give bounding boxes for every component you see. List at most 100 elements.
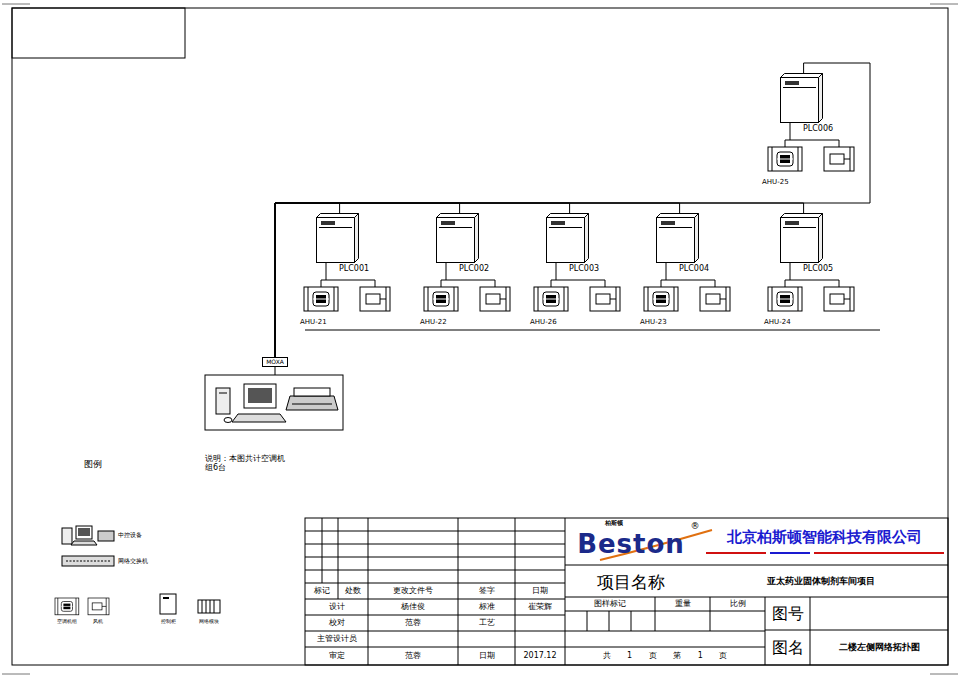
- cabinet-front: [781, 78, 819, 123]
- legend-text: 网络交换机: [118, 558, 148, 565]
- drawing-stroke: [565, 647, 765, 648]
- cabinet-outline: [780, 213, 823, 263]
- drawing-stroke: [338, 518, 339, 599]
- moxa-converter: MOXA: [262, 357, 288, 367]
- legend-text-cell: 控制柜: [152, 617, 184, 626]
- cabinet-nameplate: [551, 221, 565, 225]
- label-text: 校对: [329, 619, 345, 628]
- plc-cabinet: PLC005: [780, 213, 823, 263]
- label-text: 2017.12: [523, 652, 556, 661]
- cabinet-top: [781, 214, 823, 218]
- label-text-cell: 图样标记: [565, 598, 655, 611]
- label-text: 比例: [730, 600, 746, 609]
- drawing-stroke: [12, 8, 185, 58]
- plc-cabinet: PLC004: [656, 213, 699, 263]
- label-text-cell: 比例: [710, 598, 765, 611]
- drawing-stroke: [930, 674, 958, 675]
- cabinet-front: [437, 218, 475, 263]
- drawing-stroke: [810, 597, 811, 665]
- network-bus-line: [275, 203, 804, 357]
- label-text-cell: 说明：本图共计空调机组6台: [205, 455, 285, 495]
- drawing-stroke: [206, 600, 207, 613]
- drawing-stroke: [587, 611, 588, 631]
- cabinet-front: [781, 218, 819, 263]
- network-bus-line: [275, 203, 680, 357]
- node-text: MOXA: [266, 358, 284, 365]
- label-text: 标准: [479, 603, 495, 612]
- network-bus-line: [275, 203, 460, 357]
- label-text-cell: 签字: [458, 583, 515, 599]
- label-text-cell: 更改文件号: [368, 583, 458, 599]
- cabinet-outline: [546, 213, 589, 263]
- drawing-stroke: [765, 630, 948, 631]
- drawing-stroke: [770, 552, 810, 554]
- drawing-stroke: [224, 418, 232, 423]
- label-text: 说明：本图共计空调机组6台: [205, 455, 285, 473]
- cabinet-front: [547, 218, 585, 263]
- cabinet-top: [437, 214, 479, 218]
- drawing-stroke: [515, 518, 516, 665]
- label-text: 范蓉: [405, 619, 421, 628]
- label-text-cell: 处数: [338, 583, 368, 599]
- label-text-cell: 项目名称: [567, 567, 695, 597]
- legend-text: 空调机组: [57, 619, 77, 625]
- drawing-stroke: [814, 552, 944, 554]
- drawing-stroke: [565, 597, 948, 598]
- label-text: 北京柏斯顿智能科技有限公司: [727, 529, 922, 546]
- drawing-stroke: [160, 594, 176, 614]
- legend-text: 中控设备: [118, 532, 142, 539]
- label-text: 二楼左侧网络拓扑图: [839, 643, 920, 653]
- cabinet-side: [475, 214, 479, 263]
- network-bus-line: [275, 63, 870, 357]
- drawing-stroke: [98, 531, 114, 541]
- label-text-cell: 标准: [458, 599, 515, 615]
- drawing-stroke: [305, 647, 565, 648]
- drawing-stroke: [655, 597, 656, 631]
- drawing-stroke: [305, 557, 565, 558]
- drawing-stroke: [458, 518, 459, 665]
- label-text: 共 1 页 第 1 页: [603, 652, 728, 661]
- drawing-stroke: [62, 528, 72, 544]
- label-text-cell: 亚太药业固体制剂车间项目: [695, 567, 946, 597]
- cabinet-nameplate: [441, 221, 455, 225]
- label-text-cell: Beston: [572, 526, 690, 562]
- drawing-stroke: [768, 123, 854, 171]
- legend-text-cell: 风机: [86, 617, 110, 626]
- label-text-cell: 日期: [458, 647, 515, 665]
- cabinet-door-line: [439, 227, 472, 228]
- label-text-cell: 图号: [766, 598, 810, 630]
- drawing-stroke: [2, 674, 30, 675]
- drawing-stroke: [565, 518, 566, 665]
- label-text: AHU-25: [762, 179, 789, 187]
- label-text-cell: AHU-21: [300, 317, 340, 328]
- label-text-cell: 范蓉: [368, 647, 458, 665]
- workstation: [205, 375, 343, 430]
- drawing-stroke: [631, 611, 632, 631]
- cabinet-door-line: [549, 227, 582, 228]
- drawing-stroke: [765, 597, 766, 665]
- drawing-stroke: [292, 404, 332, 405]
- label-text-cell: AHU-25: [762, 177, 802, 188]
- drawing-stroke: [768, 263, 854, 311]
- drawing-stroke: [202, 600, 203, 613]
- drawing-stroke: [305, 631, 565, 632]
- legend-text: 风机: [93, 619, 103, 625]
- cabinet-nameplate: [661, 221, 675, 225]
- label-text: 图号: [772, 605, 804, 623]
- plc-cabinet: PLC006: [780, 73, 823, 123]
- label-text-cell: AHU-24: [764, 317, 804, 328]
- drawing-stroke: [305, 544, 565, 545]
- cabinet-side: [819, 214, 823, 263]
- label-text: 签字: [479, 587, 495, 596]
- cabinet-outline: [780, 73, 823, 123]
- legend-text: 控制柜: [161, 619, 176, 625]
- drawing-stroke: [305, 330, 880, 331]
- label-text-cell: 柏斯顿: [596, 519, 632, 528]
- plc-label: PLC002: [458, 265, 490, 273]
- label-text-cell: AHU-26: [530, 317, 570, 328]
- label-text: AHU-24: [764, 319, 791, 327]
- cabinet-door-line: [783, 227, 816, 228]
- drawing-stroke: [305, 570, 565, 571]
- drawing-stroke: [275, 367, 276, 375]
